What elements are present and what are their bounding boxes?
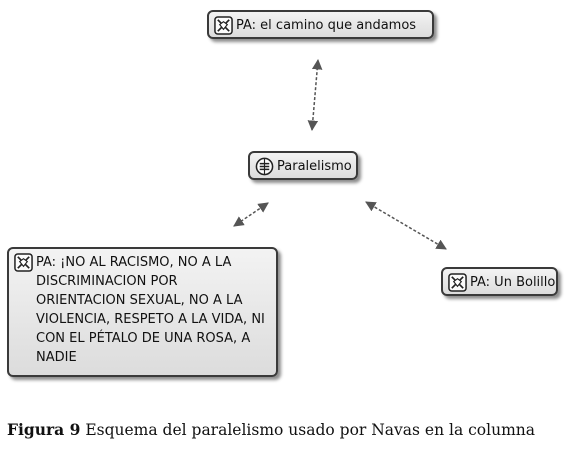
quotation-icon bbox=[14, 253, 33, 272]
node-code-paralelismo[interactable]: Paralelismo bbox=[248, 151, 358, 180]
figure-label: Figura 9 bbox=[7, 420, 81, 439]
quotation-icon bbox=[214, 16, 233, 35]
node-label: Paralelismo bbox=[277, 159, 352, 174]
figure-caption-text: Esquema del paralelismo usado por Navas … bbox=[85, 421, 536, 439]
node-quotation-camino[interactable]: PA: el camino que andamos bbox=[207, 10, 434, 39]
link-center-right[interactable] bbox=[365, 201, 447, 250]
quotation-icon bbox=[448, 273, 467, 292]
node-label: PA: el camino que andamos bbox=[236, 18, 417, 33]
figure-caption: Figura 9 Esquema del paralelismo usado p… bbox=[7, 420, 535, 439]
network-diagram bbox=[233, 58, 447, 250]
link-center-top[interactable] bbox=[307, 58, 323, 132]
node-label: PA: ¡NO AL RACISMO, NO A LA DISCRIMINACI… bbox=[36, 255, 265, 365]
node-quotation-bolillo[interactable]: PA: Un Bolillo bbox=[441, 267, 558, 296]
node-quotation-racismo[interactable]: PA: ¡NO AL RACISMO, NO A LA DISCRIMINACI… bbox=[7, 247, 278, 377]
link-center-left[interactable] bbox=[233, 202, 269, 227]
node-label: PA: Un Bolillo bbox=[470, 275, 556, 290]
code-icon bbox=[255, 157, 274, 176]
